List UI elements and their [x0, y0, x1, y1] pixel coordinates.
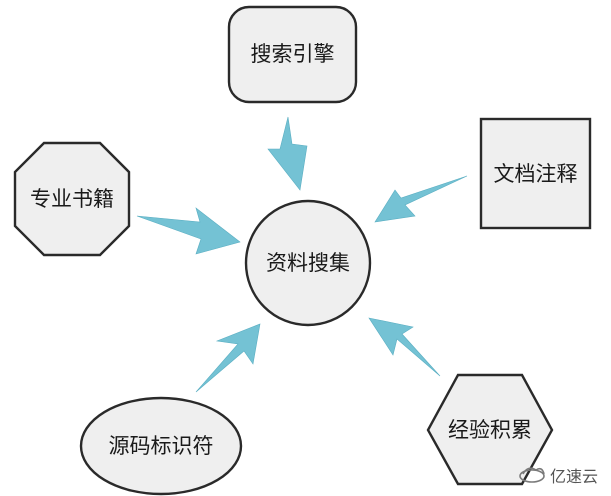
- watermark-text: 亿速云: [550, 467, 598, 486]
- arrow-search-engine: [267, 116, 308, 191]
- ellipse-shape: [79, 396, 243, 496]
- node-professional-books: 专业书籍: [13, 141, 131, 257]
- node-label: 专业书籍: [30, 187, 114, 211]
- node-source-identifiers: 源码标识符: [79, 396, 243, 496]
- hexagon-shape: [426, 373, 554, 486]
- circle-shape: [244, 199, 372, 327]
- watermark: 亿速云: [519, 467, 598, 486]
- cloud-logo-icon: [519, 467, 545, 483]
- node-center: 资料搜集: [244, 199, 372, 327]
- arrow-doc-comments: [374, 175, 468, 223]
- node-label: 源码标识符: [109, 434, 214, 458]
- node-experience: 经验积累: [426, 373, 554, 486]
- arrows: [136, 116, 468, 393]
- node-label: 文档注释: [494, 162, 578, 186]
- arrow-professional-books: [136, 207, 241, 255]
- node-label: 经验积累: [448, 418, 532, 442]
- arrow-source-identifiers: [195, 323, 261, 393]
- rectangle-shape: [479, 117, 592, 230]
- arrow-experience: [368, 317, 441, 377]
- rounded-rectangle-shape: [227, 5, 358, 104]
- node-doc-comments: 文档注释: [479, 117, 592, 230]
- octagon-shape: [13, 141, 131, 257]
- node-search-engine: 搜索引擎: [227, 5, 358, 104]
- node-label: 搜索引擎: [251, 42, 335, 66]
- center-label: 资料搜集: [266, 251, 350, 275]
